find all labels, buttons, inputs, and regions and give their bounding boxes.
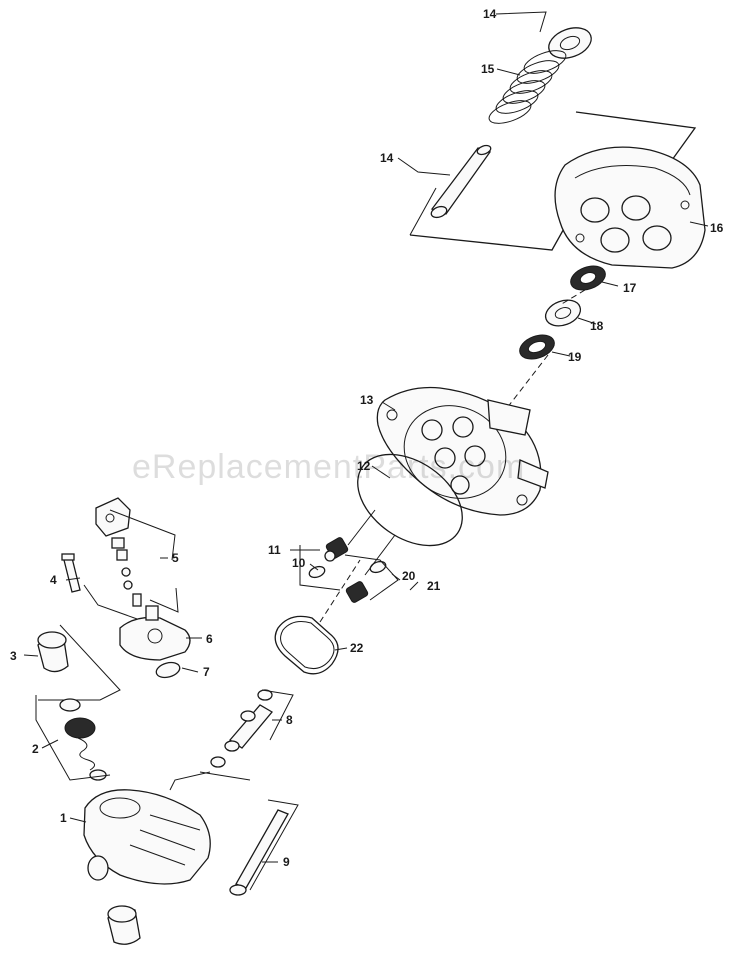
centerline-22 xyxy=(319,559,361,623)
callout-15: 15 xyxy=(481,62,495,76)
valve-part-21 xyxy=(345,581,369,603)
bracket-2 xyxy=(35,695,111,781)
ring-part-3 xyxy=(59,698,81,712)
callout-13: 13 xyxy=(360,393,374,407)
seal-part-14-top xyxy=(548,27,592,59)
callout-17: 17 xyxy=(623,281,637,295)
callout-1: 1 xyxy=(60,811,67,825)
callout-labels: 14 15 14 16 17 18 19 13 12 11 10 20 21 2… xyxy=(10,7,724,869)
callout-20: 20 xyxy=(402,569,416,583)
callout-7: 7 xyxy=(203,665,210,679)
stem-parts-5 xyxy=(111,537,142,607)
seal-part-7 xyxy=(155,661,181,679)
seal-part-18 xyxy=(544,299,582,327)
bracket-edge xyxy=(409,187,437,236)
callout-12: 12 xyxy=(357,459,371,473)
leader-lines xyxy=(23,11,709,863)
watermark: eReplacementParts.com xyxy=(132,448,525,486)
piston-part-14 xyxy=(430,144,492,219)
callout-14-top: 14 xyxy=(483,7,497,21)
pump-body-part-1 xyxy=(83,789,211,885)
callout-10: 10 xyxy=(292,556,306,570)
spring-part-15 xyxy=(488,50,567,124)
valve-part-11 xyxy=(324,537,349,562)
manifold-part-13 xyxy=(376,386,549,516)
bracket-part-5-top xyxy=(95,497,131,537)
plug-part-bottom xyxy=(107,905,141,945)
o-ring-part-12 xyxy=(357,453,463,547)
callout-9: 9 xyxy=(283,855,290,869)
callout-21: 21 xyxy=(427,579,441,593)
callout-22: 22 xyxy=(350,641,364,655)
callout-5: 5 xyxy=(172,551,179,565)
bracket-8 xyxy=(199,689,294,781)
o-ring-part-20 xyxy=(369,560,387,574)
callout-4: 4 xyxy=(50,573,57,587)
callout-18: 18 xyxy=(590,319,604,333)
spring-valve-part-2 xyxy=(64,717,107,781)
bracket-9 xyxy=(249,799,299,891)
callout-16: 16 xyxy=(710,221,724,235)
callout-11: 11 xyxy=(268,543,281,557)
bracket-5 xyxy=(109,509,179,613)
gasket-part-22 xyxy=(274,615,339,675)
valve-group-bracket xyxy=(299,509,399,601)
leader-4 xyxy=(83,584,141,621)
bolt-part-4 xyxy=(61,553,81,593)
callout-8: 8 xyxy=(286,713,293,727)
callout-6: 6 xyxy=(206,632,213,646)
pump-head-housing-part-16 xyxy=(554,146,706,269)
callout-2: 2 xyxy=(32,742,39,756)
callout-14-piston: 14 xyxy=(380,151,394,165)
assembly-centerline xyxy=(489,289,586,431)
cap-part-3 xyxy=(37,631,69,673)
plunger-assembly-part-8 xyxy=(210,689,273,768)
pin-part-9 xyxy=(229,809,289,896)
seal-part-19 xyxy=(519,334,555,360)
callout-19: 19 xyxy=(568,350,582,364)
leader-body xyxy=(169,771,211,791)
block-part-6 xyxy=(119,605,191,661)
seal-part-17 xyxy=(570,265,606,291)
callout-3: 3 xyxy=(10,649,17,663)
o-ring-part-10 xyxy=(308,565,326,579)
